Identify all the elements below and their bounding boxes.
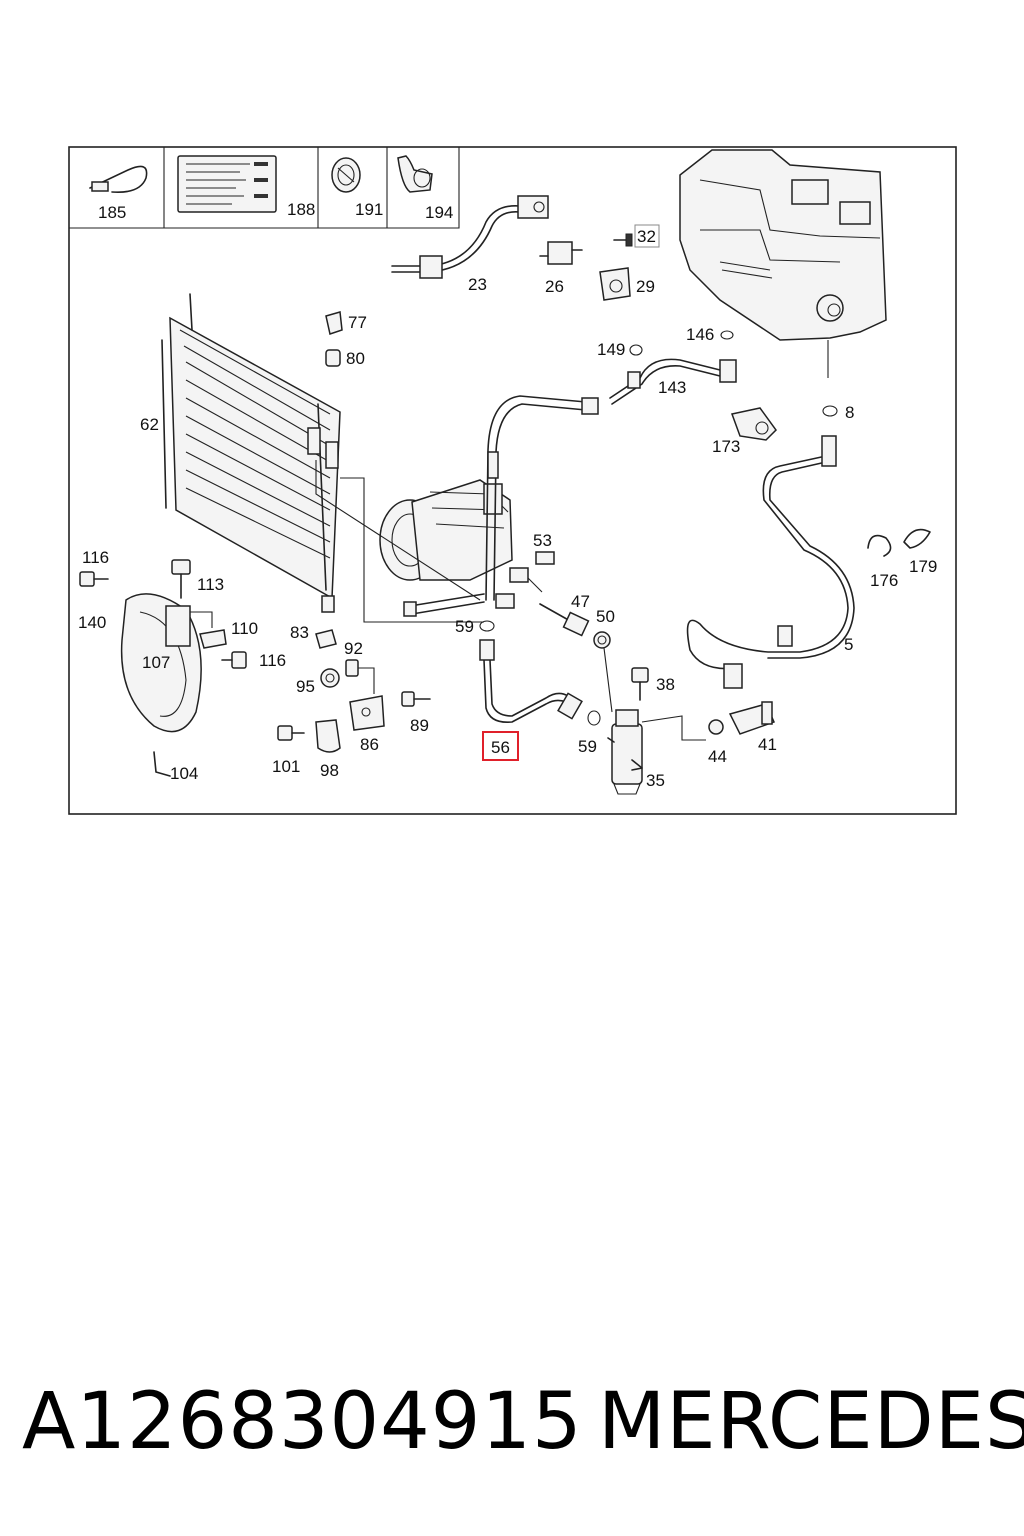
bracket-29 <box>599 267 631 301</box>
callout-47: 47 <box>571 592 590 611</box>
cable-tie-icon <box>89 165 148 194</box>
callout-113: 113 <box>197 575 224 594</box>
callout-56: 56 <box>491 738 510 757</box>
seal-59-upper <box>479 620 495 632</box>
callout-173: 173 <box>712 437 740 456</box>
diagram-frame <box>68 146 957 815</box>
seal-50 <box>593 631 611 649</box>
callout-29: 29 <box>636 277 655 296</box>
bracket-86 <box>349 695 385 731</box>
bolt-116-lower <box>221 651 247 669</box>
evaporator-housing <box>679 149 887 378</box>
callout-104: 104 <box>170 764 198 783</box>
parts-diagram: 185 188 191 194 <box>68 146 957 815</box>
callout-26: 26 <box>545 277 564 296</box>
bolt-32 <box>613 233 633 247</box>
callout-77: 77 <box>348 313 367 332</box>
callout-110: 110 <box>231 619 258 638</box>
seal-146 <box>720 330 734 340</box>
callout-86: 86 <box>360 735 379 754</box>
nut-95 <box>320 668 340 688</box>
seal-8 <box>822 405 838 417</box>
fan-shroud-107 <box>120 593 202 733</box>
receiver-drier-35 <box>607 709 643 795</box>
clamp-179 <box>903 528 931 549</box>
highlight-box-56 <box>482 731 519 761</box>
label-sticker-icon <box>177 155 277 213</box>
connector-plug-icon <box>331 157 361 193</box>
callout-149: 149 <box>597 340 625 359</box>
bracket-104 <box>153 751 171 777</box>
clip-110 <box>199 629 227 649</box>
bolt-101 <box>277 725 305 741</box>
callout-59-upper: 59 <box>455 617 474 636</box>
liquid-line-5 <box>686 435 855 689</box>
callout-53: 53 <box>533 531 552 550</box>
callout-50: 50 <box>596 607 615 626</box>
clamp-176 <box>867 534 892 557</box>
callout-143: 143 <box>658 378 686 397</box>
callout-98: 98 <box>320 761 339 780</box>
bolt-116-upper <box>79 571 109 587</box>
callout-107: 107 <box>142 653 170 672</box>
callout-176: 176 <box>870 571 898 590</box>
legend-callout-194: 194 <box>425 203 453 222</box>
seal-59-lower <box>587 710 601 726</box>
legend-row: 185 188 191 194 <box>69 147 460 229</box>
relay-26 <box>539 241 583 265</box>
callout-8: 8 <box>845 403 854 422</box>
callout-23: 23 <box>468 275 487 294</box>
legend-callout-188: 188 <box>287 200 315 219</box>
callout-95: 95 <box>296 677 315 696</box>
seal-149 <box>629 344 643 356</box>
callout-35: 35 <box>646 771 665 790</box>
grommet-83 <box>315 629 337 649</box>
legend-callout-185: 185 <box>98 203 126 222</box>
part-number: A1268304915 <box>22 1377 583 1467</box>
seal-44 <box>708 719 724 735</box>
screw-113 <box>171 559 191 599</box>
legend-callout-191: 191 <box>355 200 383 219</box>
wiring-harness-23 <box>391 195 549 279</box>
callout-116-lower: 116 <box>259 651 286 670</box>
footer: A1268304915 MERCEDES <box>0 1372 1024 1482</box>
callout-41: 41 <box>758 735 777 754</box>
compressor <box>379 479 513 581</box>
condenser-62 <box>161 293 341 613</box>
clip-92 <box>345 659 359 677</box>
bolt-89 <box>401 691 431 707</box>
callout-89: 89 <box>410 716 429 735</box>
callout-140: 140 <box>78 613 106 632</box>
callout-80: 80 <box>346 349 365 368</box>
refrigerant-hose-56 <box>479 639 583 724</box>
callout-44: 44 <box>708 747 727 766</box>
clip-77 <box>325 311 343 335</box>
callout-179: 179 <box>909 557 937 576</box>
brand-name: MERCEDES <box>598 1377 1024 1467</box>
callout-38: 38 <box>656 675 675 694</box>
callout-92: 92 <box>344 639 363 658</box>
screw-38 <box>631 667 649 701</box>
valve-cap-173 <box>731 407 777 441</box>
callout-146: 146 <box>686 325 714 344</box>
callout-62: 62 <box>140 415 159 434</box>
clamp-98 <box>315 719 341 753</box>
suction-hose <box>485 395 599 601</box>
callout-59-lower: 59 <box>578 737 597 756</box>
pressure-hose <box>403 593 590 637</box>
callout-116-upper: 116 <box>82 548 109 567</box>
callout-32: 32 <box>637 227 656 246</box>
refrigerant-pipe-143 <box>609 358 737 405</box>
clip-53 <box>495 551 555 609</box>
callout-5: 5 <box>844 635 853 654</box>
angled-connector-icon <box>397 155 433 193</box>
grommet-80 <box>325 349 341 367</box>
callout-83: 83 <box>290 623 309 642</box>
pressure-switch-41 <box>728 701 776 735</box>
callout-101: 101 <box>272 757 300 776</box>
